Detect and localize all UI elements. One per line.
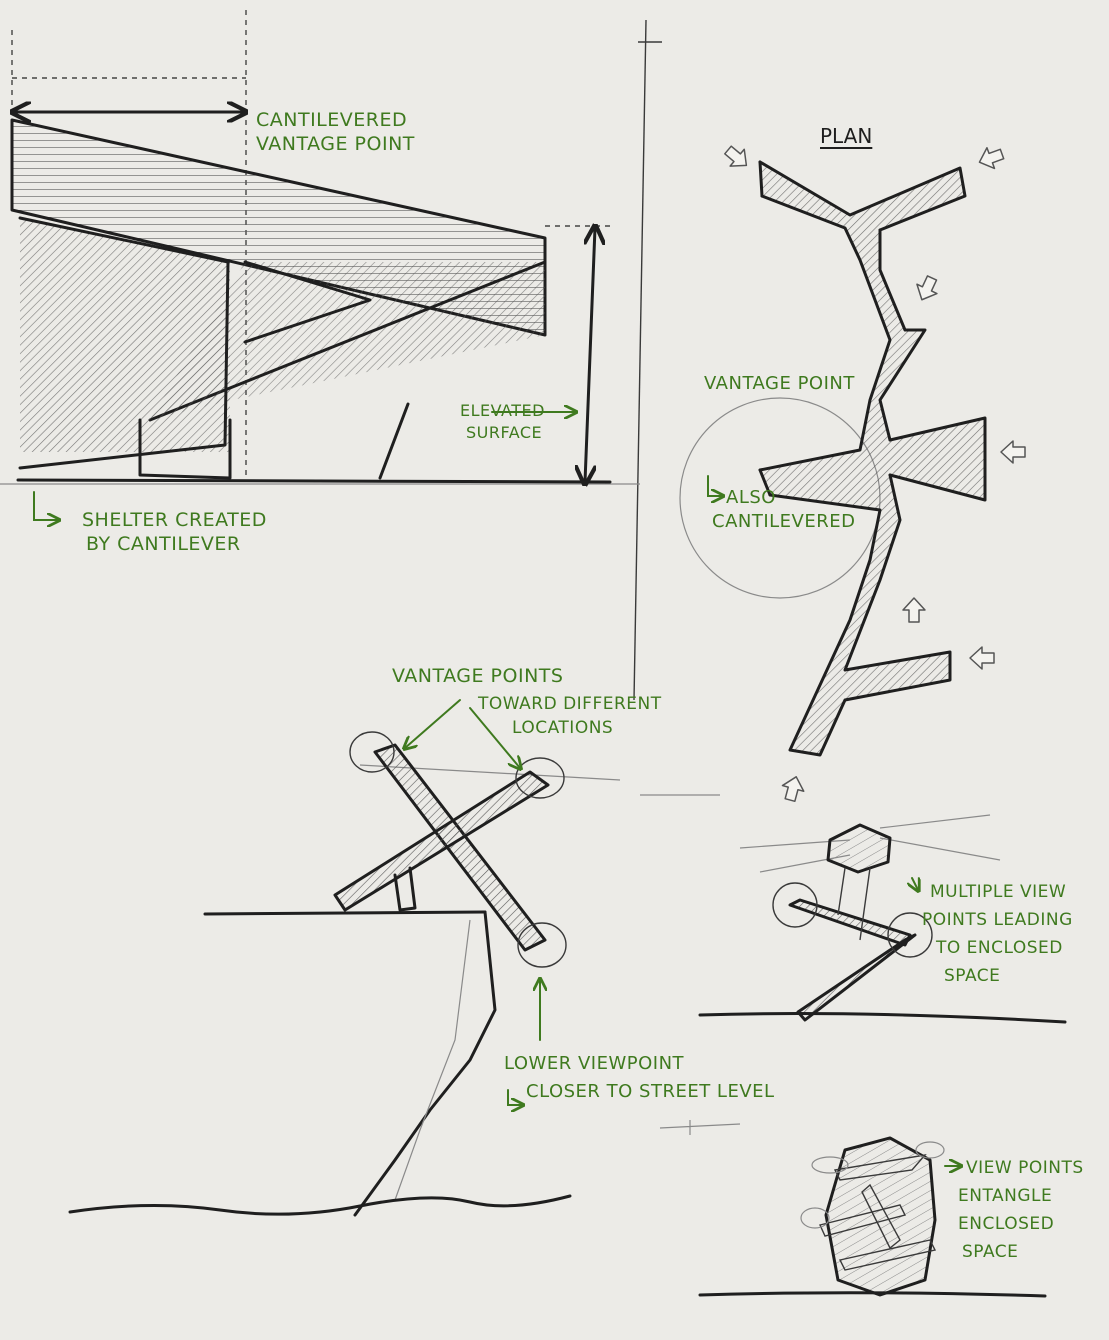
- arrow-outline-icon: [724, 145, 748, 167]
- plan-title: PLAN: [820, 124, 873, 148]
- arrow-outline-icon: [978, 147, 1005, 170]
- arrow-outline-icon: [1000, 440, 1026, 464]
- arrow-outline-icon: [781, 776, 805, 803]
- lower-viewpoint-label: LOWER VIEWPOINT CLOSER TO STREET LEVEL: [504, 1053, 775, 1102]
- also-cantilevered-label: ALSO CANTILEVERED: [712, 487, 856, 532]
- toward-locations-label: TOWARD DIFFERENT LOCATIONS: [478, 694, 662, 738]
- multiple-view-sketch: [698, 814, 1067, 1024]
- multiple-view-label: MULTIPLE VIEW POINTS LEADING TO ENCLOSED…: [922, 882, 1073, 986]
- vantage-points-label: VANTAGE POINTS: [392, 665, 564, 687]
- elevation-height-arrow: [585, 228, 595, 482]
- plan-sketch: [679, 145, 1026, 803]
- cantilevered-vantage-label: CANTILEVERED VANTAGE POINT: [256, 109, 415, 155]
- arrow-outline-icon: [902, 597, 926, 623]
- crossed-vantage-sketch: [68, 699, 741, 1217]
- elevation-sketch: [12, 10, 612, 520]
- shelter-label: SHELTER CREATED BY CANTILEVER: [82, 509, 267, 555]
- elevated-surface-label: ELEVATED SURFACE: [460, 401, 545, 442]
- arrow-outline-icon: [916, 275, 938, 301]
- entangled-sketch: [698, 1136, 1047, 1298]
- sheet-divider: [0, 19, 662, 701]
- arrow-outline-icon: [969, 646, 995, 670]
- plan-vantage-label: VANTAGE POINT: [704, 373, 855, 394]
- view-points-entangle-label: VIEW POINTS ENTANGLE ENCLOSED SPACE: [958, 1158, 1084, 1262]
